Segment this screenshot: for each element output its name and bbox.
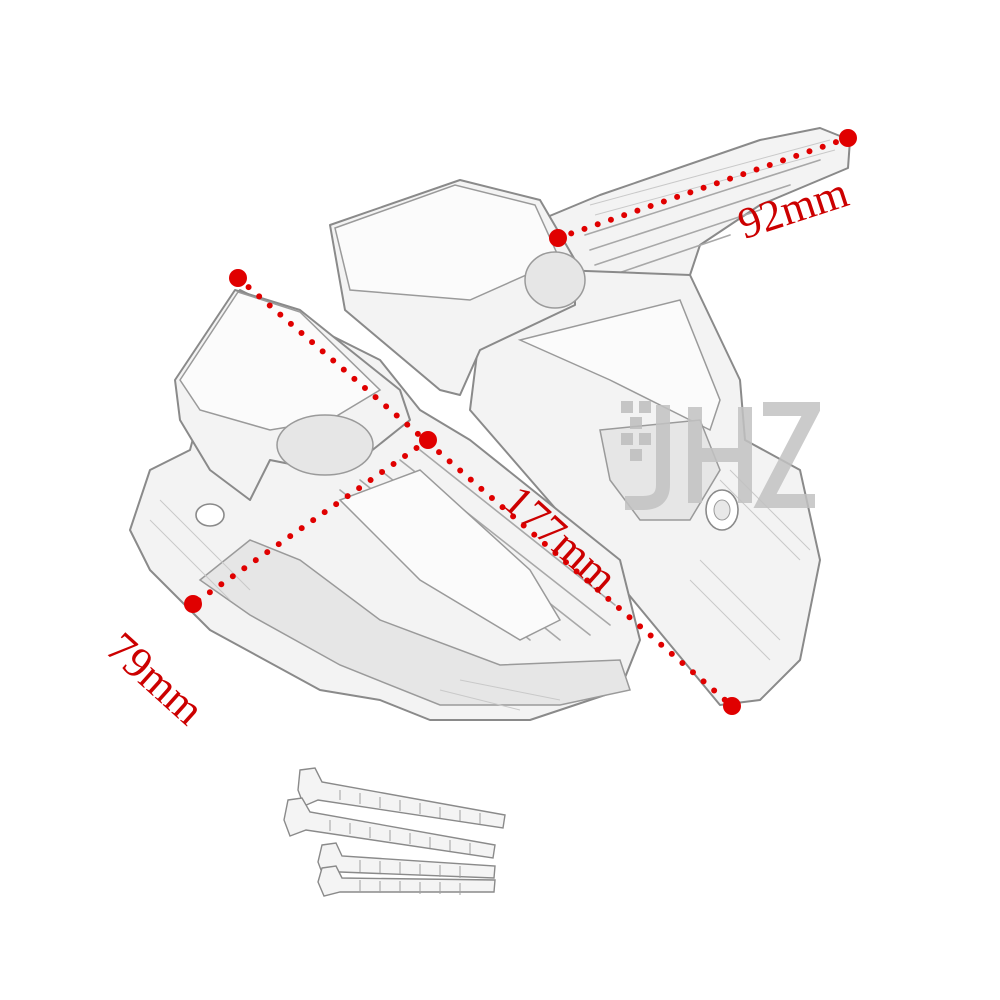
dimension-width-79: [184, 431, 437, 613]
dimension-marker: [839, 129, 857, 147]
dimension-marker: [723, 697, 741, 715]
dimension-marker: [184, 595, 202, 613]
dimension-marker: [549, 229, 567, 247]
dimension-marker: [229, 269, 247, 287]
screw-1: [297, 767, 506, 829]
dimension-length-177: [229, 269, 741, 715]
screw-4: [317, 865, 496, 897]
dimension-marker: [419, 431, 437, 449]
screw-2: [283, 797, 496, 859]
screw-3: [317, 842, 496, 879]
brand-watermark-logo: [621, 401, 820, 510]
left-footplate: [129, 289, 641, 721]
dimension-extension-92: [549, 129, 857, 247]
screw-set: [283, 767, 506, 897]
